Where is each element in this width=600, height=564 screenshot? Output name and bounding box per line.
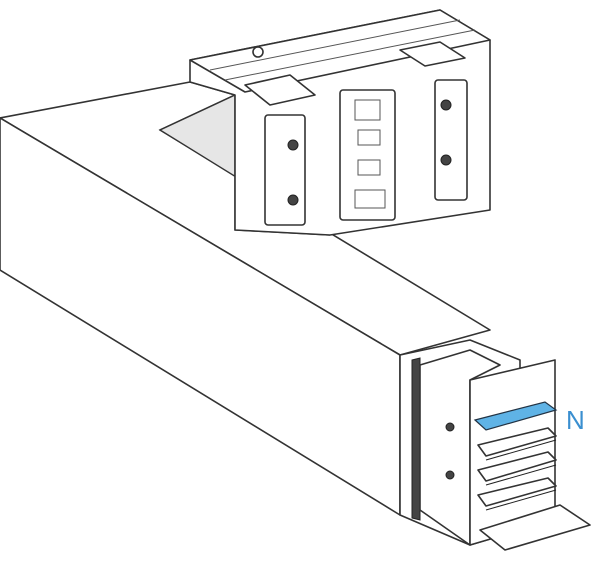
busbar-phase-1 [477,427,557,457]
busbar-phase-3 [477,477,557,507]
neutral-label: N [566,405,585,435]
upper-end-housing [189,9,491,236]
busbar-phase-2 [477,451,557,482]
neutral-busbar [473,401,558,431]
